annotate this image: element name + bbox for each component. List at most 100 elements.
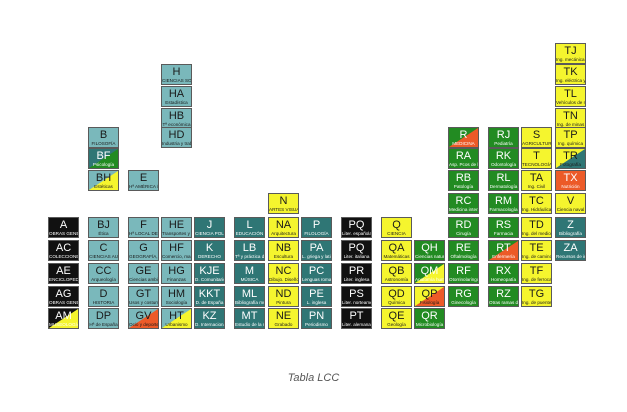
cell-code: HM [167, 288, 186, 300]
cell-label: Química [387, 300, 406, 305]
cell-label: Enfermería [492, 254, 515, 259]
cell-code: AM [55, 310, 72, 322]
cell-code: M [244, 265, 255, 277]
cell-code: C [99, 242, 108, 254]
cell-label: Oftalmología [450, 254, 477, 259]
cell-label: Liter. alemana, holandesa, escandinava [342, 322, 371, 327]
cell-label: EDUCACIÓN [235, 231, 264, 236]
cell-label: TECNOLOGÍA [522, 162, 551, 167]
cell-label: MUSEOLOGÍA [49, 322, 78, 327]
cell-label: Usos y costumbres [129, 300, 158, 305]
cell-code: K [205, 242, 214, 254]
cell-code: HG [168, 265, 185, 277]
cell-label: D. Internacional [195, 322, 224, 327]
cell-code: TJ [564, 45, 577, 57]
cell-code: BJ [97, 219, 110, 231]
cell-label: Liter. inglesa [343, 277, 370, 282]
cell-label: Psicología [92, 162, 115, 167]
lcc-cell-ac: ACCOLECCIONES/SERIES [48, 240, 79, 261]
cell-label: MÚSICA [240, 277, 259, 282]
cell-code: QE [388, 310, 405, 322]
cell-code: RE [455, 242, 472, 254]
cell-label: Otorrinolaringología [449, 277, 478, 282]
cell-label: Ética [98, 231, 109, 236]
cell-code: NC [275, 265, 292, 277]
cell-label: Anatomía humana [415, 277, 444, 282]
lcc-cell-rf: RFOtorrinolaringología [448, 263, 479, 284]
lcc-cell-f: FHª LOCAL DE AMÉRICA [128, 217, 159, 238]
cell-code: KKT [198, 288, 221, 300]
cell-code: HE [168, 219, 185, 231]
cell-label: Liter. española [342, 231, 371, 236]
cell-label: COLECCIONES/SERIES [49, 254, 78, 259]
cell-label: CIENCIA POLÍTICA [195, 231, 224, 236]
split-color-triangle [415, 264, 444, 283]
cell-code: RX [495, 265, 512, 277]
cell-label: Tª y práctica de la educación [235, 254, 264, 259]
cell-label: Grabado [274, 322, 293, 327]
cell-label: Ing. Civil [527, 184, 546, 189]
cell-code: BF [96, 150, 111, 162]
split-color-triangle [556, 149, 585, 168]
cell-label: Medicina interna [449, 207, 478, 212]
cell-code: TC [529, 195, 544, 207]
cell-code: B [99, 129, 108, 141]
cell-label: AGRICULTURA [522, 141, 551, 146]
cell-code: TE [529, 242, 544, 254]
cell-code: DP [95, 310, 112, 322]
cell-code: V [566, 195, 575, 207]
cell-code: D [99, 288, 108, 300]
cell-code: HT [169, 310, 184, 322]
cell-code: LB [242, 242, 257, 254]
cell-label: Escultura [273, 254, 294, 259]
cell-label: L. griega y latina [302, 254, 331, 259]
cell-label: Ing. eléctrica y nuclear [556, 78, 585, 83]
cell-code: Z [567, 219, 574, 231]
cell-label: Comercio, marketing [162, 254, 191, 259]
cell-code: MT [241, 310, 258, 322]
cell-label: Fotografía [560, 162, 581, 167]
cell-label: Ing. de ferrocarriles [522, 277, 551, 282]
cell-code: QB [388, 265, 405, 277]
cell-code: TF [529, 265, 544, 277]
cell-label: Odontología [490, 162, 517, 167]
cell-label: Estudio de la música [235, 322, 264, 327]
cell-code: RK [495, 150, 512, 162]
cell-code: RD [455, 219, 472, 231]
cell-code: PE [309, 288, 324, 300]
figure-caption: Tabla LCC [287, 372, 340, 384]
cell-label: Arquitectura [271, 231, 296, 236]
